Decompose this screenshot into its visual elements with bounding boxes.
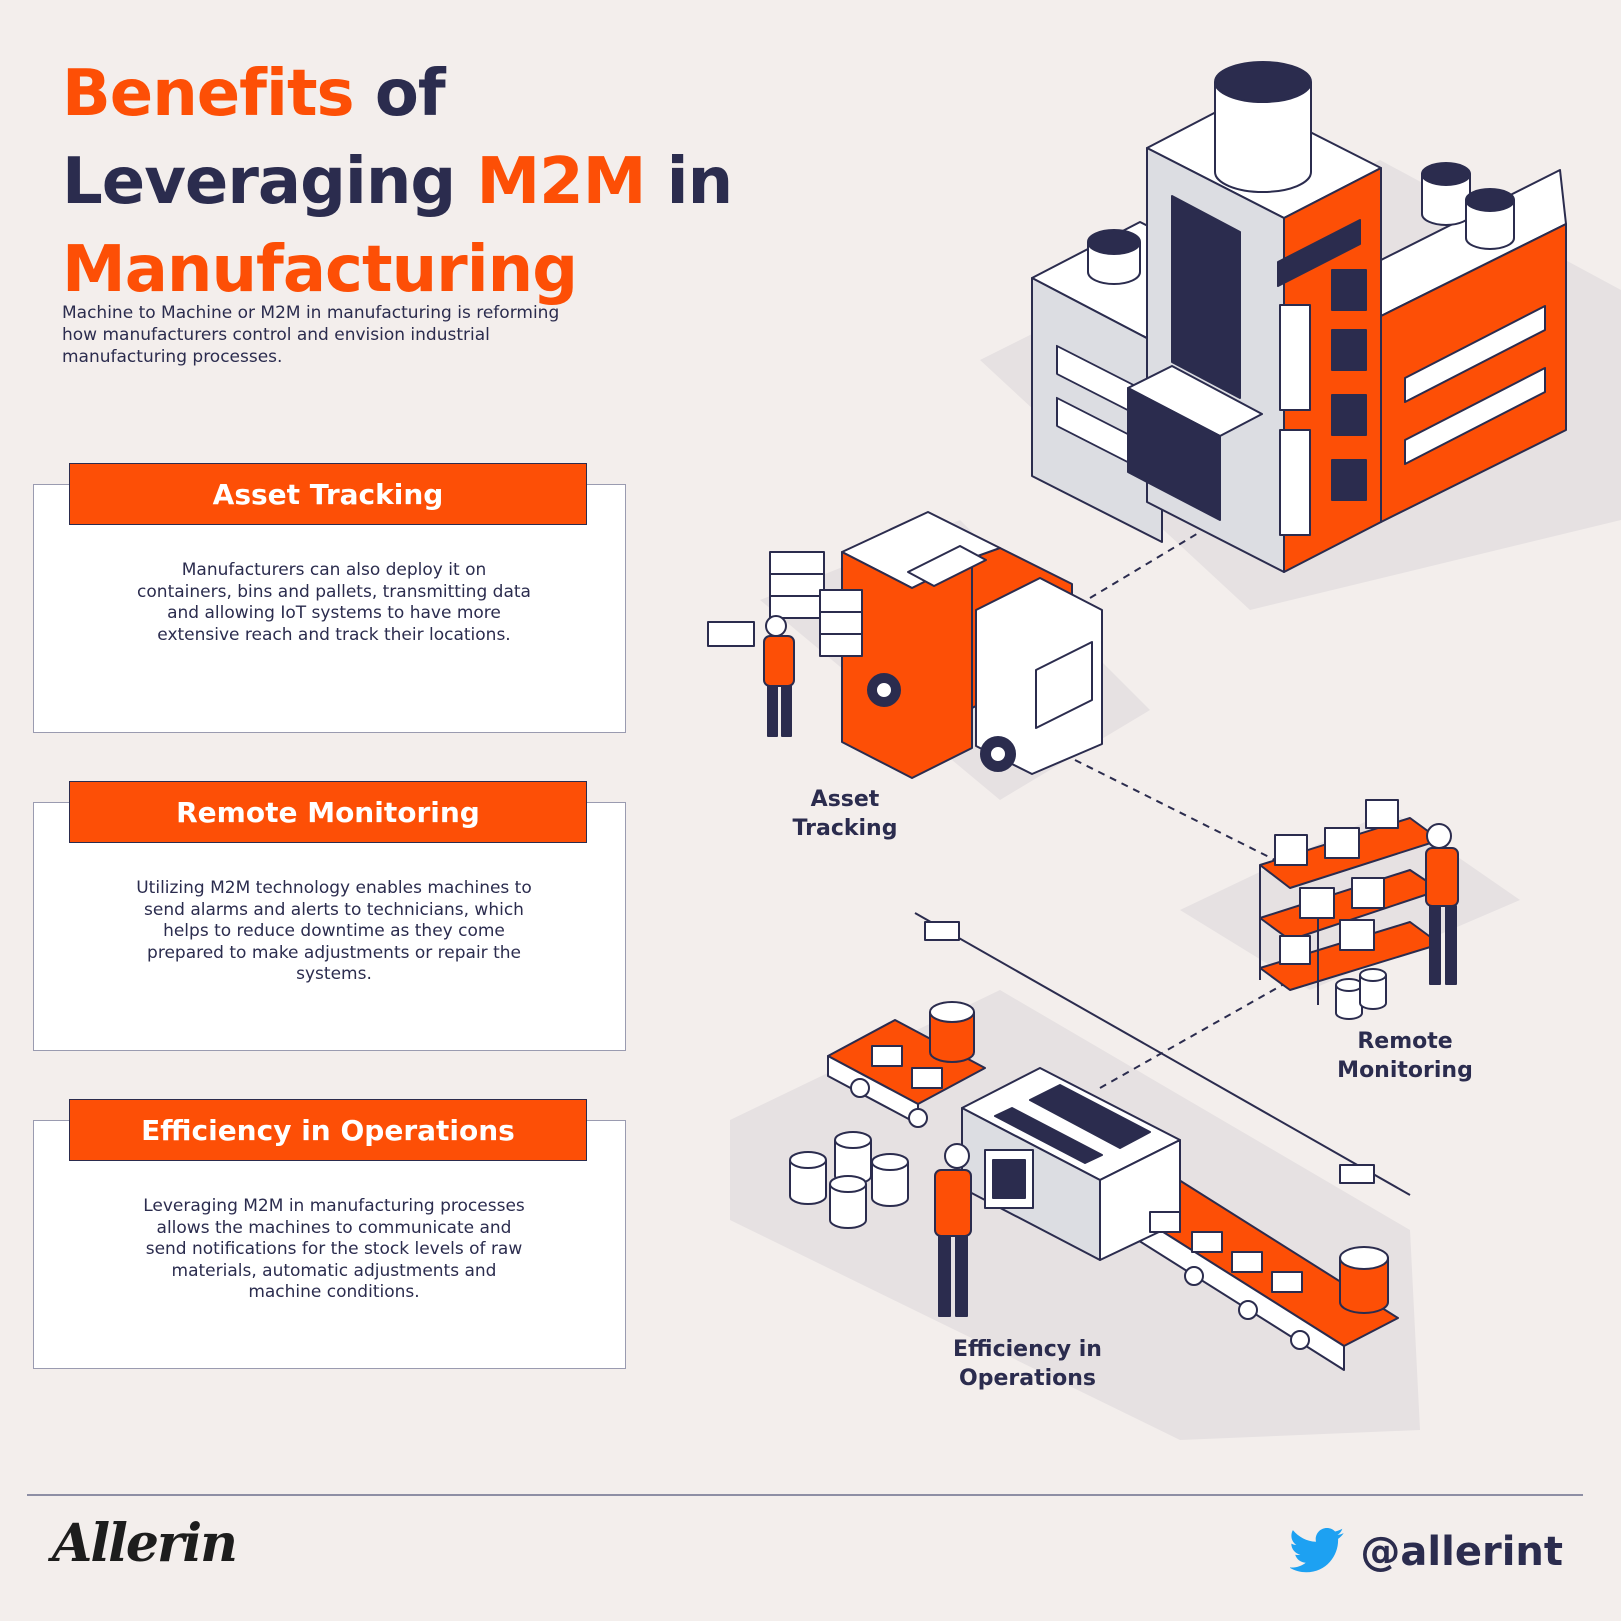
title-m2m: M2M: [476, 145, 646, 219]
drum-barrels-icon: [789, 1131, 909, 1229]
card-efficiency-operations: Efficiency in Operations Leveraging M2M …: [33, 1099, 626, 1369]
worker-figure-icon: [763, 615, 795, 737]
social-handle[interactable]: @allerint: [1290, 1527, 1563, 1577]
twitter-handle[interactable]: @allerint: [1360, 1529, 1563, 1575]
card-title: Asset Tracking: [69, 463, 587, 525]
title-in: in: [645, 145, 733, 219]
brand-name: Allerin: [52, 1513, 238, 1574]
card-body: Utilizing M2M technology enables machine…: [136, 878, 532, 984]
title-leveraging: Leveraging: [62, 145, 477, 219]
card-title: Efficiency in Operations: [69, 1099, 587, 1161]
card-body: Leveraging M2M in manufacturing processe…: [143, 1196, 525, 1302]
factory-building-icon: [1031, 61, 1567, 573]
operator-figure-icon: [934, 1143, 972, 1317]
title-of: of: [353, 57, 446, 131]
allerin-logo: Allerin: [52, 1513, 238, 1574]
label-efficiency-operations: Efficiency in Operations: [953, 1337, 1102, 1391]
card-body: Manufacturers can also deploy it on cont…: [137, 560, 531, 645]
title-manufacturing: Manufacturing: [62, 233, 578, 307]
conveyor-line-icon: [827, 1001, 1399, 1371]
card-asset-tracking: Asset Tracking Manufacturers can also de…: [33, 463, 626, 733]
intro-text: Machine to Machine or M2M in manufacturi…: [62, 303, 560, 367]
card-title: Remote Monitoring: [69, 781, 587, 843]
connector-lines: [1074, 531, 1301, 1089]
delivery-truck-icon: [707, 511, 1103, 779]
label-remote-monitoring: Remote Monitoring: [1337, 1029, 1473, 1083]
label-asset-tracking: Asset Tracking: [792, 787, 898, 841]
storage-shelf-icon: [1259, 799, 1459, 1020]
title-benefits: Benefits: [62, 57, 355, 131]
page-title: Benefits of Leveraging M2M in Manufactur…: [62, 50, 733, 314]
isometric-factory-illustration: [707, 61, 1621, 1440]
twitter-bird-icon: [1290, 1528, 1345, 1573]
footer-divider: [27, 1494, 1583, 1496]
card-remote-monitoring: Remote Monitoring Utilizing M2M technolo…: [33, 781, 626, 1051]
